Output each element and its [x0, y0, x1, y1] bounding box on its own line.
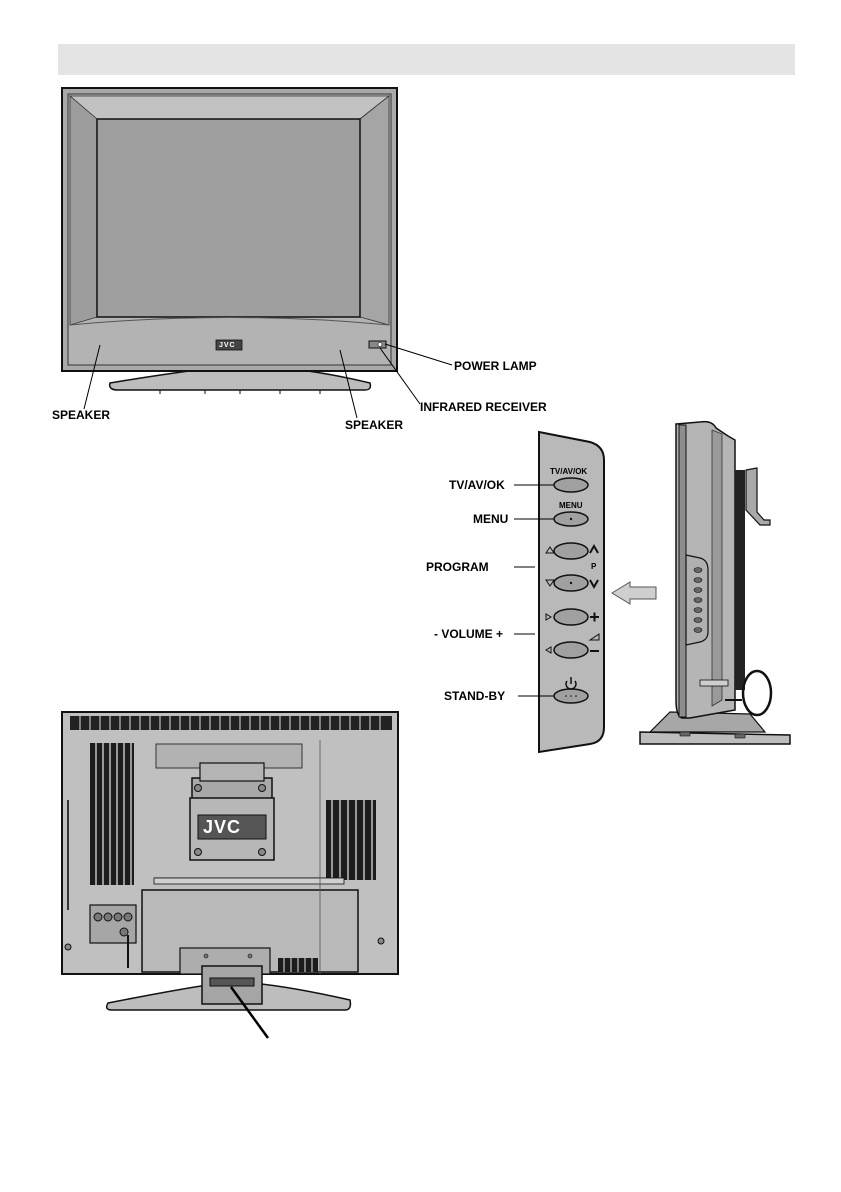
tv-front-view: [62, 88, 452, 418]
front-brand-logo: JVC: [219, 342, 236, 349]
label-speaker-right: SPEAKER: [345, 419, 403, 431]
tv-side-profile: [640, 422, 790, 744]
back-brand-logo: JVC: [203, 818, 241, 836]
tv-back-view: [62, 712, 398, 1038]
label-stand-by: STAND-BY: [444, 690, 505, 702]
panel-text-menu: MENU: [559, 502, 583, 510]
label-tv-av-ok: TV/AV/OK: [449, 479, 505, 491]
label-infrared-receiver: INFRARED RECEIVER: [420, 401, 547, 413]
label-volume: - VOLUME +: [434, 628, 503, 640]
side-control-panel: [514, 432, 604, 752]
panel-text-program-letter: P: [591, 563, 596, 571]
label-speaker-left: SPEAKER: [52, 409, 110, 421]
arrow-icon: [612, 582, 656, 604]
label-program: PROGRAM: [426, 561, 489, 573]
label-power-lamp: POWER LAMP: [454, 360, 537, 372]
panel-text-tv-av-ok: TV/AV/OK: [550, 468, 587, 476]
label-menu: MENU: [473, 513, 508, 525]
